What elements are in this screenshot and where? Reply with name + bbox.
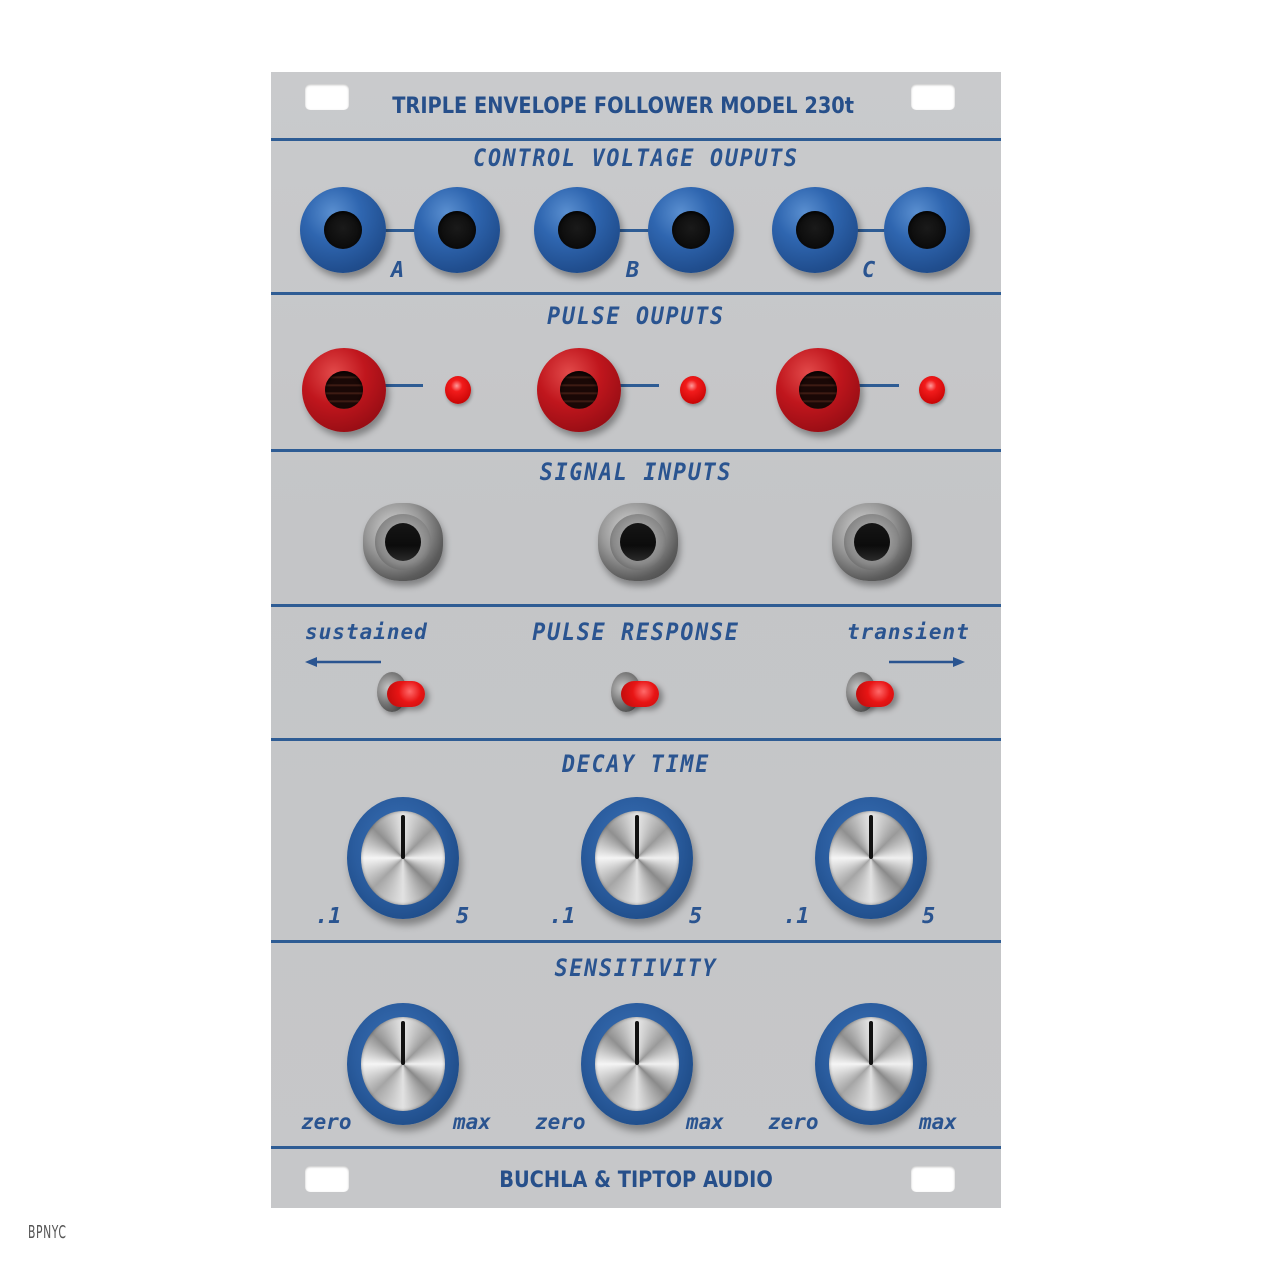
cv-output-jack-c2[interactable] — [884, 187, 970, 273]
pulse-output-jack-1[interactable] — [302, 348, 386, 432]
signal-input-jack-3[interactable] — [832, 503, 912, 581]
decay-min-label-3: .1 — [783, 904, 810, 929]
jack-led-link — [383, 384, 423, 387]
cv-output-jack-b2[interactable] — [648, 187, 734, 273]
signal-input-jack-1[interactable] — [363, 503, 443, 581]
pulse-led-1 — [445, 376, 471, 404]
sensitivity-max-label-2: max — [686, 1110, 724, 1134]
decay-max-label-1: 5 — [456, 904, 470, 929]
decay-min-label-2: .1 — [549, 904, 576, 929]
section-label-pulse-outputs: PULSE OUPUTS — [547, 302, 725, 330]
divider — [271, 292, 1001, 295]
pulse-response-toggle-2[interactable] — [611, 672, 659, 716]
pulse-led-3 — [919, 376, 945, 404]
section-label-pulse-response: PULSE RESPONSE — [532, 618, 740, 646]
jack-link — [357, 229, 417, 232]
divider — [271, 604, 1001, 607]
brand-footer: BUCHLA & TIPTOP AUDIO — [499, 1168, 773, 1193]
channel-label-a: A — [391, 258, 405, 283]
sensitivity-knob-3[interactable] — [815, 1003, 927, 1125]
mounting-hole-top-left — [305, 84, 349, 110]
divider — [271, 138, 1001, 141]
sensitivity-knob-1[interactable] — [347, 1003, 459, 1125]
divider — [271, 738, 1001, 741]
pulse-led-2 — [680, 376, 706, 404]
pulse-output-jack-3[interactable] — [776, 348, 860, 432]
section-label-cv-outputs: CONTROL VOLTAGE OUPUTS — [473, 144, 799, 172]
sensitivity-max-label-3: max — [919, 1110, 957, 1134]
divider — [271, 940, 1001, 943]
cv-output-jack-b1[interactable] — [534, 187, 620, 273]
module-title: TRIPLE ENVELOPE FOLLOWER MODEL 230t — [392, 94, 855, 119]
sensitivity-knob-2[interactable] — [581, 1003, 693, 1125]
cv-output-jack-a2[interactable] — [414, 187, 500, 273]
sensitivity-min-label-2: zero — [535, 1110, 586, 1134]
sensitivity-min-label-3: zero — [768, 1110, 819, 1134]
cv-output-jack-c1[interactable] — [772, 187, 858, 273]
channel-label-c: C — [862, 258, 876, 283]
module-panel: TRIPLE ENVELOPE FOLLOWER MODEL 230t CONT… — [271, 72, 1001, 1208]
pulse-output-jack-2[interactable] — [537, 348, 621, 432]
arrow-left-icon — [305, 654, 381, 667]
cv-output-jack-a1[interactable] — [300, 187, 386, 273]
pulse-response-toggle-1[interactable] — [377, 672, 425, 716]
jack-link — [591, 229, 651, 232]
divider — [271, 1146, 1001, 1149]
decay-min-label-1: .1 — [315, 904, 342, 929]
pulse-response-toggle-3[interactable] — [846, 672, 894, 716]
signal-input-jack-2[interactable] — [598, 503, 678, 581]
decay-time-knob-2[interactable] — [581, 797, 693, 919]
sensitivity-min-label-1: zero — [301, 1110, 352, 1134]
jack-led-link — [619, 384, 659, 387]
mounting-hole-bottom-left — [305, 1166, 349, 1192]
decay-max-label-2: 5 — [689, 904, 703, 929]
switch-label-transient: transient — [847, 620, 970, 644]
divider — [271, 449, 1001, 452]
arrow-right-icon — [889, 654, 965, 667]
channel-label-b: B — [626, 258, 640, 283]
decay-time-knob-1[interactable] — [347, 797, 459, 919]
sensitivity-max-label-1: max — [453, 1110, 491, 1134]
section-label-decay-time: DECAY TIME — [561, 750, 711, 778]
watermark-text: BPNYC — [28, 1222, 67, 1243]
mounting-hole-bottom-right — [911, 1166, 955, 1192]
section-label-sensitivity: SENSITIVITY — [554, 954, 718, 982]
section-label-signal-inputs: SIGNAL INPUTS — [539, 458, 733, 486]
jack-led-link — [859, 384, 899, 387]
decay-time-knob-3[interactable] — [815, 797, 927, 919]
mounting-hole-top-right — [911, 84, 955, 110]
switch-label-sustained: sustained — [305, 620, 428, 644]
decay-max-label-3: 5 — [922, 904, 936, 929]
